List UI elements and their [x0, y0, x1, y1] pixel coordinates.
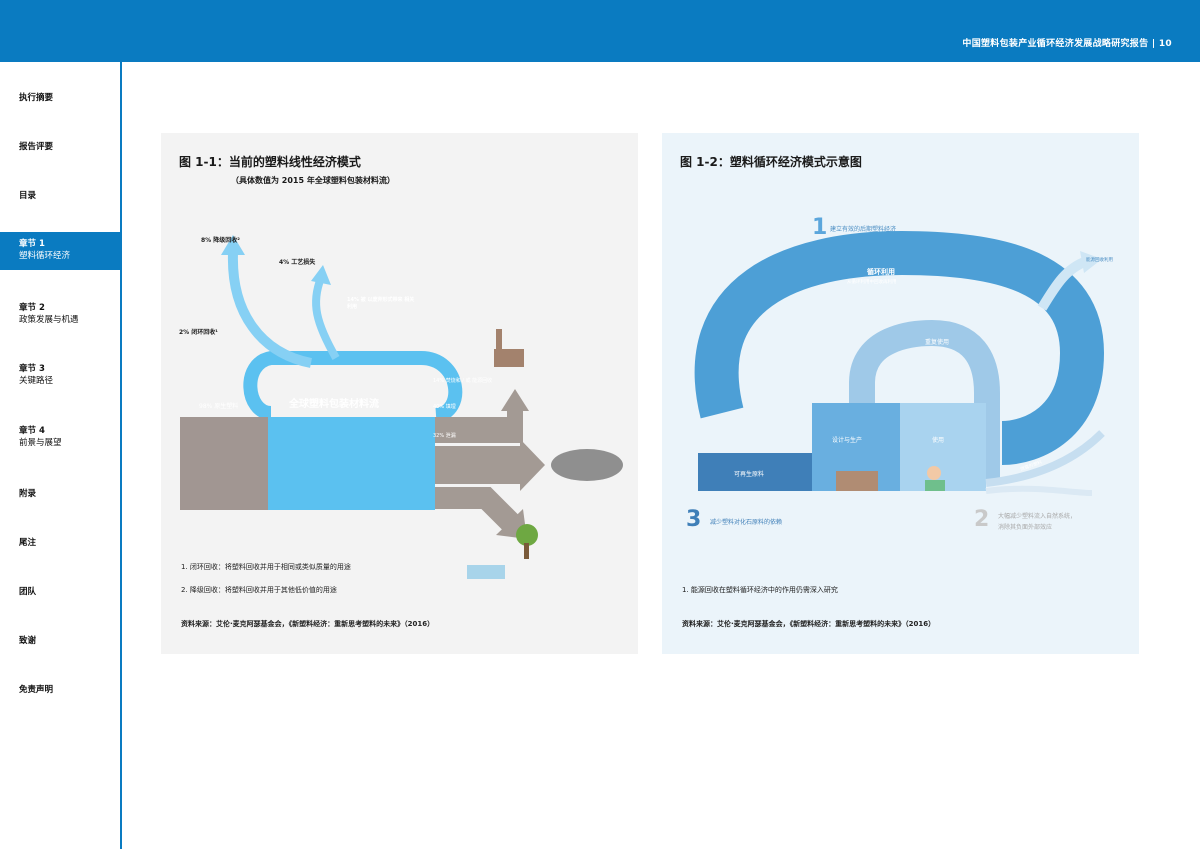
source-line-2: 资料来源：艾伦·麦克阿瑟基金会，《新塑料经济：重新思考塑料的未来》（2016） [682, 620, 936, 628]
step-2-number: 2 [974, 507, 990, 532]
figure-title: 图 1-1：当前的塑料线性经济模式 [179, 155, 361, 169]
ocean-icon [467, 565, 505, 579]
landfill-flow [435, 446, 520, 484]
label-closed-loop: 2% 闭环回收¹ [179, 329, 218, 336]
recycle-sub-label: 从循环利用中回收再利用 [847, 280, 897, 285]
nav-item-contents[interactable]: 目录 [19, 191, 37, 201]
incineration-arrow-head [501, 389, 529, 411]
landfill-arrow-head [520, 439, 545, 491]
label-cascade: 14% 被 以废弃形式带来 相关利用 [347, 297, 415, 310]
process-loss-arrow [312, 276, 340, 360]
nav-item-disclaimer[interactable]: 免责声明 [19, 685, 54, 695]
virgin-plastic-block [180, 417, 268, 510]
process-loss-arrow-head [311, 265, 331, 285]
step-3-number: 3 [686, 507, 702, 532]
figure-title-2: 图 1-2：塑料循环经济模式示意图 [680, 155, 862, 169]
renewable-block [698, 453, 812, 491]
energy-label: 能源回收利用 [1086, 258, 1113, 263]
factory-icon [494, 349, 524, 367]
sidebar-divider [120, 62, 122, 849]
incineration-riser [507, 408, 523, 443]
use-block [900, 403, 986, 491]
source-line: 资料来源：艾伦·麦克阿瑟基金会，《新塑料经济：重新思考塑料的未来》（2016） [181, 620, 435, 628]
footnote-1: 1. 闭环回收：将塑料回收并用于相同或类似质量的用途 [181, 563, 351, 571]
circular-flow-diagram [694, 230, 1105, 496]
label-process-loss: 4% 工艺损失 [279, 259, 316, 266]
report-title: 中国塑料包装产业循环经济发展战略研究报告 | 10 [962, 39, 1172, 49]
energy-recovery-head [1080, 251, 1102, 273]
label-downcycle: 8% 降级回收² [201, 237, 240, 244]
reuse-loop [849, 319, 1000, 483]
linear-flow-diagram [180, 235, 623, 579]
label-landfill: 40% 填埋 [433, 404, 456, 410]
label-leakage: 32% 泄漏 [433, 433, 456, 439]
leakage-stream-2 [985, 485, 1093, 496]
recycle-loop [243, 351, 463, 422]
incineration-flow [435, 417, 507, 443]
footnote-fig2: 1. 能源回收在塑料循环经济中的作用仍需深入研究 [682, 586, 838, 594]
footnote-2: 2. 降级回收：将塑料回收并用于其他低价值的用途 [181, 586, 337, 594]
nav-item-appendix[interactable]: 附录 [19, 489, 37, 499]
label-virgin: 98% 原生塑料 [199, 403, 239, 410]
step-1-number: 1 [812, 215, 828, 240]
step-1-label: 建立有效的后期塑料经济 [830, 226, 897, 233]
nav-item-team[interactable]: 团队 [19, 587, 37, 597]
top-banner: 中国塑料包装产业循环经济发展战略研究报告 | 10 [0, 0, 1200, 62]
figure-circular-economy: 图 1-2：塑料循环经济模式示意图 1 建立有效的后期塑料经济 循环利用 从循环… [662, 133, 1139, 654]
main-flow-block [268, 417, 435, 510]
chimney-icon [496, 329, 502, 351]
figure-subtitle: （具体数值为 2015 年全球塑料包装材料流） [231, 176, 395, 185]
nav-item-acknowledgements[interactable]: 致谢 [19, 636, 37, 646]
label-incineration: 14% 焚烧和 / 或 能源回收 [433, 378, 493, 384]
tree-icon [516, 524, 538, 546]
step-2-label: 大幅减少塑料流入自然系统， [998, 513, 1077, 520]
nav-item-report-review[interactable]: 报告评要 [19, 142, 54, 152]
energy-recovery-arrow [1037, 256, 1089, 311]
design-label: 设计与生产 [832, 437, 863, 444]
downcycle-arrow [227, 252, 313, 368]
recycle-label: 循环利用 [867, 268, 895, 276]
label-main-flow: 全球塑料包装材料流 [289, 399, 379, 410]
renewable-label: 可再生原料 [734, 471, 765, 478]
use-label: 使用 [932, 437, 945, 444]
leakage-stream [985, 430, 1105, 487]
reuse-label: 重复使用 [925, 339, 950, 346]
leakage-flow [435, 487, 519, 531]
landfill-icon [551, 449, 623, 481]
tree-trunk-icon [524, 543, 529, 559]
outer-recycle-loop [694, 230, 1105, 465]
step-3-label: 减少塑料对化石原料的依赖 [710, 519, 783, 526]
person-icon [927, 466, 941, 480]
nav-item-endnotes[interactable]: 尾注 [19, 538, 37, 548]
figure-linear-economy: 图 1-1：当前的塑料线性经济模式 （具体数值为 2015 年全球塑料包装材料流… [161, 133, 638, 654]
nav-item-executive-summary[interactable]: 执行摘要 [19, 93, 54, 103]
step-2-label-b: 消除其负面外部效应 [998, 524, 1053, 531]
factory-icon-2 [836, 471, 878, 491]
person-body-icon [925, 480, 945, 491]
downcycle-arrow-head [221, 235, 245, 255]
